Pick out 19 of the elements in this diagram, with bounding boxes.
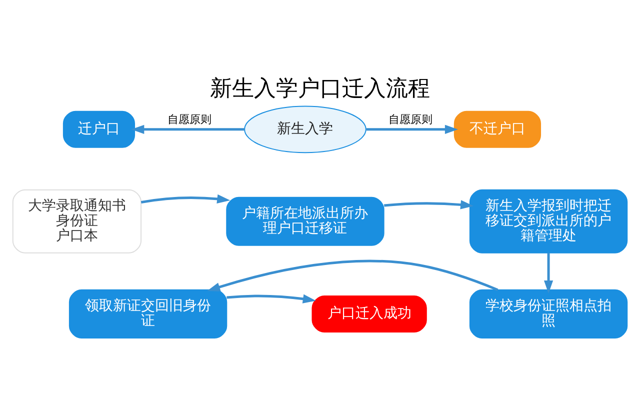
arrow [544, 253, 554, 294]
arrow [140, 194, 230, 204]
node-box: 户籍所在地派出所办理户口迁移证 [226, 196, 384, 246]
node-box: 户口迁入成功 [312, 295, 427, 332]
node-box: 大学录取通知书 身份证 户口本 [12, 189, 142, 254]
node-ellipse: 新生入学 [244, 106, 366, 154]
arrow [226, 294, 316, 304]
edge-label: 自愿原则 [167, 113, 212, 126]
node-box: 不迁户口 [454, 110, 542, 148]
node-box: 迁户口 [62, 110, 136, 148]
arrow [207, 260, 498, 292]
arrow [131, 124, 244, 134]
node-box: 领取新证交回旧身份证 [68, 289, 228, 338]
edge-label: 自愿原则 [388, 113, 432, 126]
node-box: 学校身份证照相点拍照 [469, 289, 628, 338]
arrow [384, 200, 474, 210]
arrow [366, 124, 458, 134]
diagram-title: 新生入学户口迁入流程 [210, 76, 430, 102]
node-box: 新生入学报到时把迁移证交到派出所的户籍管理处 [469, 189, 628, 254]
